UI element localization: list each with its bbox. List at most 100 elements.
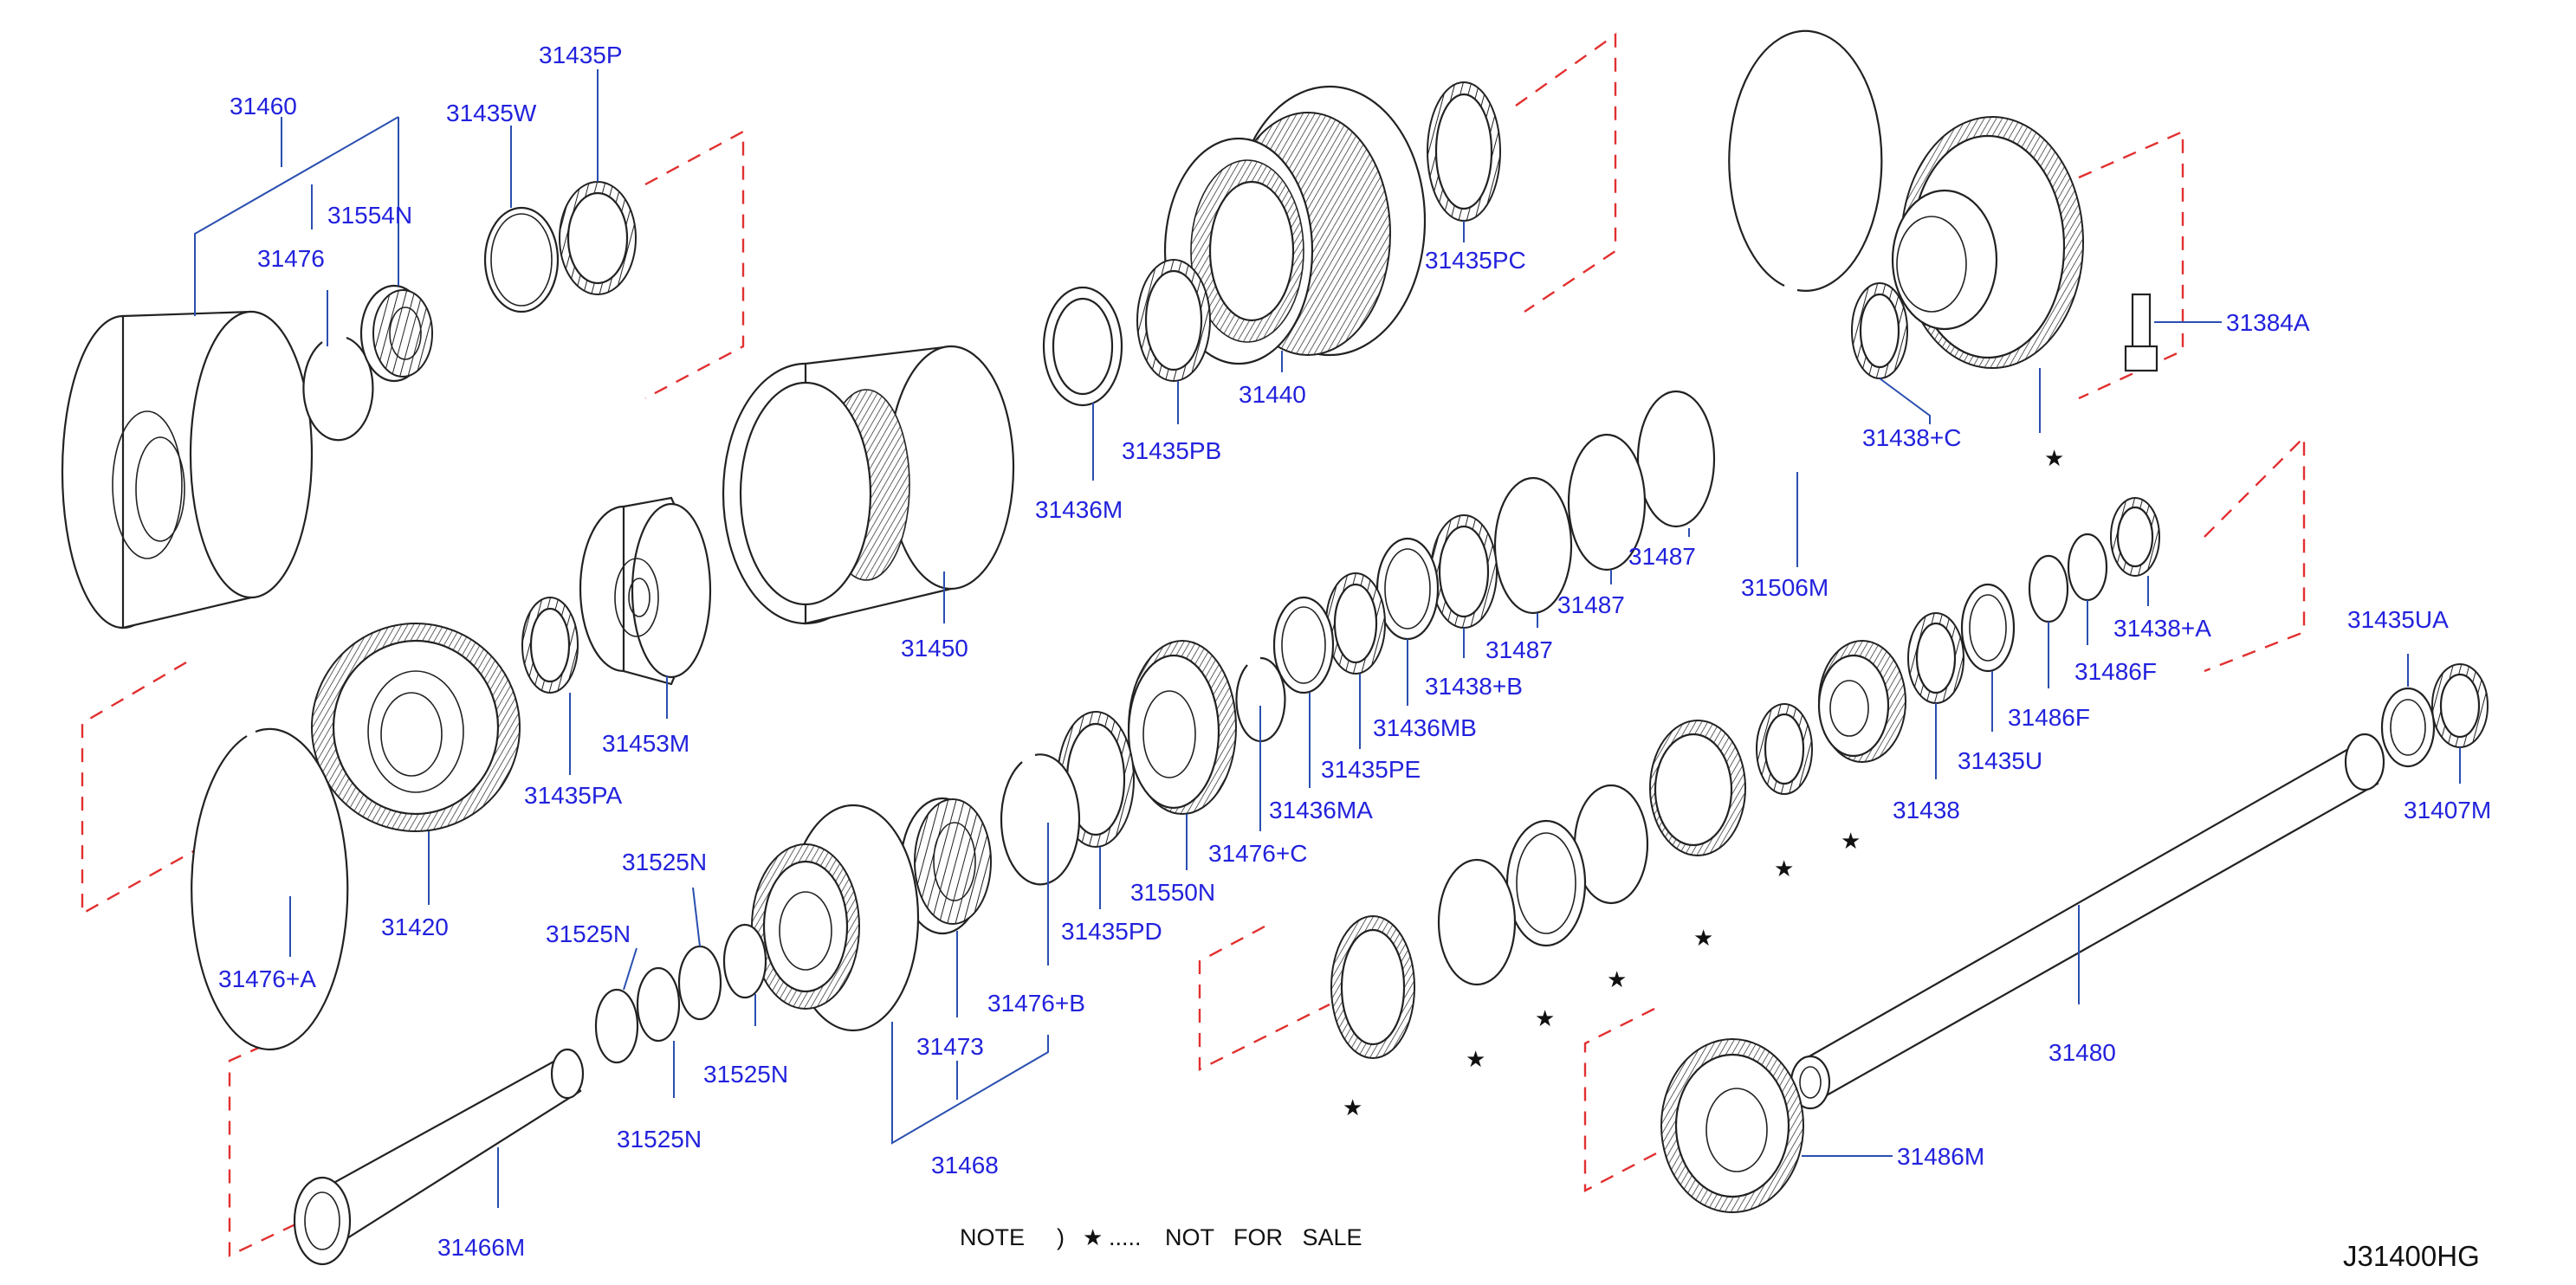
part-31436MA-washer <box>1272 596 1335 694</box>
callout-31453M: 31453M <box>602 730 689 757</box>
callout-31486M: 31486M <box>1897 1143 1984 1170</box>
leader-lines <box>194 69 2461 1208</box>
callout-31435W: 31435W <box>446 100 537 126</box>
callout-31554N: 31554N <box>327 202 412 229</box>
part-31480-output-shaft <box>1790 733 2385 1110</box>
star-marker: ★ <box>1693 926 1713 952</box>
part-31407M-thrust-bearing <box>2431 663 2489 748</box>
callout-31435UA: 31435UA <box>2347 606 2449 633</box>
part-31554N-bearing <box>359 284 433 383</box>
part-31486M-gear <box>1660 1038 1804 1213</box>
callout-31435PB: 31435PB <box>1122 437 1221 464</box>
part-31435PE-thrust-washer <box>1325 572 1386 675</box>
callout-31487-1: 31487 <box>1628 543 1696 570</box>
part-small-carrier <box>1817 640 1906 763</box>
diagram-code: J31400HG <box>2343 1240 2480 1272</box>
star-marker: ★ <box>1841 829 1861 855</box>
callout-31438B: 31438+B <box>1425 673 1523 700</box>
part-bearing-race-star <box>1649 720 1746 856</box>
note: NOTE ) ★ ..... NOT FOR SALE <box>960 1224 1362 1251</box>
callout-31435PE: 31435PE <box>1321 756 1421 783</box>
callout-31476: 31476 <box>257 245 325 272</box>
callout-31487-2: 31487 <box>1557 591 1625 618</box>
note-text: NOT FOR SALE <box>1165 1224 1362 1250</box>
callout-31486F-2: 31486F <box>2008 704 2090 731</box>
callout-31550N: 31550N <box>1130 879 1215 906</box>
callout-31525N-1: 31525N <box>622 849 707 875</box>
part-31435UA-washer <box>2380 687 2436 768</box>
star-marker: ★ <box>1535 1006 1555 1032</box>
callout-31476B: 31476+B <box>987 990 1085 1017</box>
callout-31468: 31468 <box>931 1152 999 1178</box>
part-31550N-carrier <box>1127 640 1237 815</box>
callout-31436MB: 31436MB <box>1373 714 1477 741</box>
part-31436M-washer <box>1042 286 1123 407</box>
part-hub-with-gear <box>1891 116 2084 369</box>
callout-31480: 31480 <box>2049 1039 2116 1066</box>
callout-31407M: 31407M <box>2404 797 2491 823</box>
part-31450-drum <box>722 345 1015 625</box>
callout-31476A: 31476+A <box>218 965 316 992</box>
part-31476C-snap-ring <box>1235 656 1286 743</box>
part-thrust-bearing-star <box>1756 703 1813 795</box>
part-31438C-thrust-bearing <box>1851 282 1908 379</box>
part-31384A-bolt <box>2124 293 2159 372</box>
part-31435PB-thrust-washer <box>1136 259 1211 382</box>
callout-31438C: 31438+C <box>1862 424 1961 451</box>
part-31438B-thrust-bearing <box>1430 514 1498 629</box>
callout-31486F-1: 31486F <box>2074 658 2157 685</box>
callout-31384A: 31384A <box>2226 309 2310 336</box>
part-31476A-snap-ring <box>191 727 349 1051</box>
callout-31435U: 31435U <box>1958 747 2042 774</box>
part-31435U-washer <box>1960 583 2016 673</box>
part-31476B-snap-ring <box>1000 753 1081 886</box>
callout-31420: 31420 <box>381 914 449 940</box>
star-marker: ★ <box>1774 856 1794 882</box>
callout-31473: 31473 <box>916 1033 984 1060</box>
part-31460-drum <box>61 310 314 630</box>
star-marker: ★ <box>1466 1047 1485 1073</box>
star-marker: ★ <box>1343 1095 1362 1121</box>
star-marker: ★ <box>2044 446 2064 472</box>
callout-31506M: 31506M <box>1741 574 1828 601</box>
part-31435PA-thrust-washer <box>521 597 579 694</box>
part-31466M-shaft <box>293 1048 585 1266</box>
star-markers: ★ ★ ★ ★ ★ ★ ★ ★ <box>1343 446 2064 1121</box>
note-prefix: NOTE <box>960 1224 1025 1250</box>
part-31468-ring-gear-assembly <box>751 804 920 1032</box>
callout-31476C: 31476+C <box>1208 840 1307 867</box>
callout-31450: 31450 <box>901 635 968 662</box>
part-31438-thrust-bearing <box>1907 612 1964 704</box>
part-31486F-seal-rings <box>2028 533 2108 623</box>
part-rings-star <box>1330 784 1649 1059</box>
part-31525N-seal-rings <box>594 923 767 1064</box>
callout-31525N-2: 31525N <box>546 920 631 947</box>
callout-31525N-4: 31525N <box>617 1126 702 1153</box>
callout-31435P: 31435P <box>539 42 623 68</box>
callout-31460: 31460 <box>230 93 297 119</box>
part-31473-bearing <box>899 797 992 935</box>
part-31435W-ring <box>483 206 560 313</box>
callout-31436M: 31436M <box>1035 496 1123 523</box>
star-marker: ★ <box>1607 967 1627 993</box>
part-31420-sun-gear <box>311 623 521 832</box>
part-31506M-snap-ring <box>1728 29 1883 292</box>
callout-31525N-3: 31525N <box>703 1061 788 1088</box>
callout-31435PC: 31435PC <box>1425 247 1526 274</box>
callout-31438A: 31438+A <box>2113 615 2211 642</box>
callout-31438: 31438 <box>1893 797 1960 823</box>
part-31435P-thrust-washer <box>559 181 637 295</box>
note-star: ★ <box>1083 1225 1103 1251</box>
part-31438A-thrust-bearing <box>2110 497 2160 577</box>
part-31436MB-washer <box>1375 537 1440 641</box>
part-31476-snap-ring <box>302 336 374 442</box>
callout-31435PD: 31435PD <box>1061 918 1162 945</box>
part-31487-seal-rings <box>1493 390 1716 615</box>
callout-labels: 31460 31435P 31435W 31554N 31476 31435PC… <box>218 42 2491 1261</box>
callout-31487-3: 31487 <box>1485 636 1553 663</box>
callout-31440: 31440 <box>1239 381 1306 408</box>
guide-lines <box>81 32 2306 1257</box>
note-dots: ..... <box>1109 1224 1142 1250</box>
part-31435PC-thrust-washer <box>1427 81 1501 222</box>
